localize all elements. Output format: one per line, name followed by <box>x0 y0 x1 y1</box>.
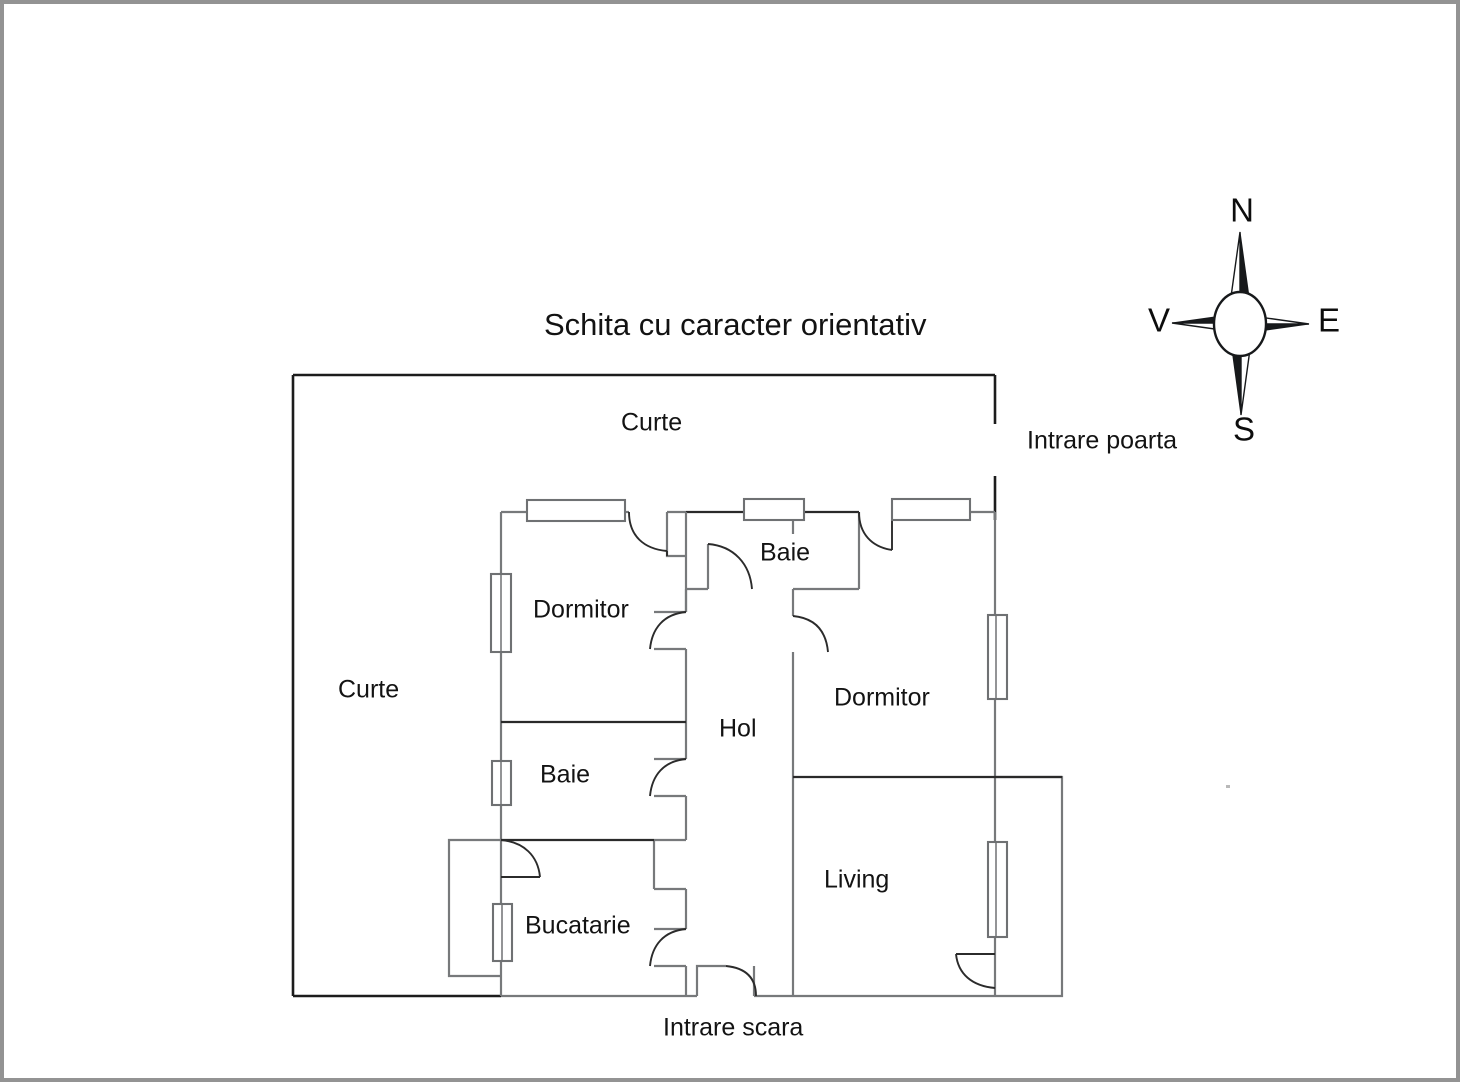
room-label-curte-top: Curte <box>621 409 682 437</box>
window-top-dormitor-right <box>890 497 972 522</box>
window-top-baie <box>742 497 806 522</box>
compass-label-west: V <box>1148 302 1170 339</box>
room-label-baie-left: Baie <box>540 761 590 789</box>
annotations: Intrare poarta Intrare scara <box>663 427 1177 1042</box>
windows <box>489 497 1009 963</box>
compass-label-east: E <box>1318 302 1340 339</box>
window-right-dormitor <box>986 613 1009 701</box>
yard-outline <box>291 373 997 998</box>
door-swings <box>500 511 996 997</box>
room-label-dormitor-right: Dormitor <box>834 684 930 712</box>
room-label-curte-left: Curte <box>338 676 399 704</box>
room-label-baie-top: Baie <box>760 539 810 567</box>
stray-mark <box>1226 785 1230 788</box>
room-label-dormitor-left: Dormitor <box>533 596 629 624</box>
compass-rose: N E S V <box>1148 192 1340 448</box>
room-label-bucatarie: Bucatarie <box>525 912 631 940</box>
floor-plan-drawing: Schita cu caracter orientativ N E S V <box>291 192 1340 1042</box>
room-labels: Curte Curte Dormitor Baie Dormitor Hol B… <box>338 409 930 940</box>
page-title: Schita cu caracter orientativ <box>544 307 927 342</box>
window-top-dormitor <box>525 498 627 523</box>
compass-label-south: S <box>1233 411 1255 448</box>
room-label-hol: Hol <box>719 715 757 743</box>
window-right-living <box>986 840 1009 939</box>
balcony-left <box>447 838 501 978</box>
compass-label-north: N <box>1230 192 1254 229</box>
annotation-intrare-scara: Intrare scara <box>663 1014 803 1042</box>
annotation-intrare-poarta: Intrare poarta <box>1027 427 1177 455</box>
compass-hub <box>1212 290 1268 358</box>
room-label-living: Living <box>824 866 889 894</box>
